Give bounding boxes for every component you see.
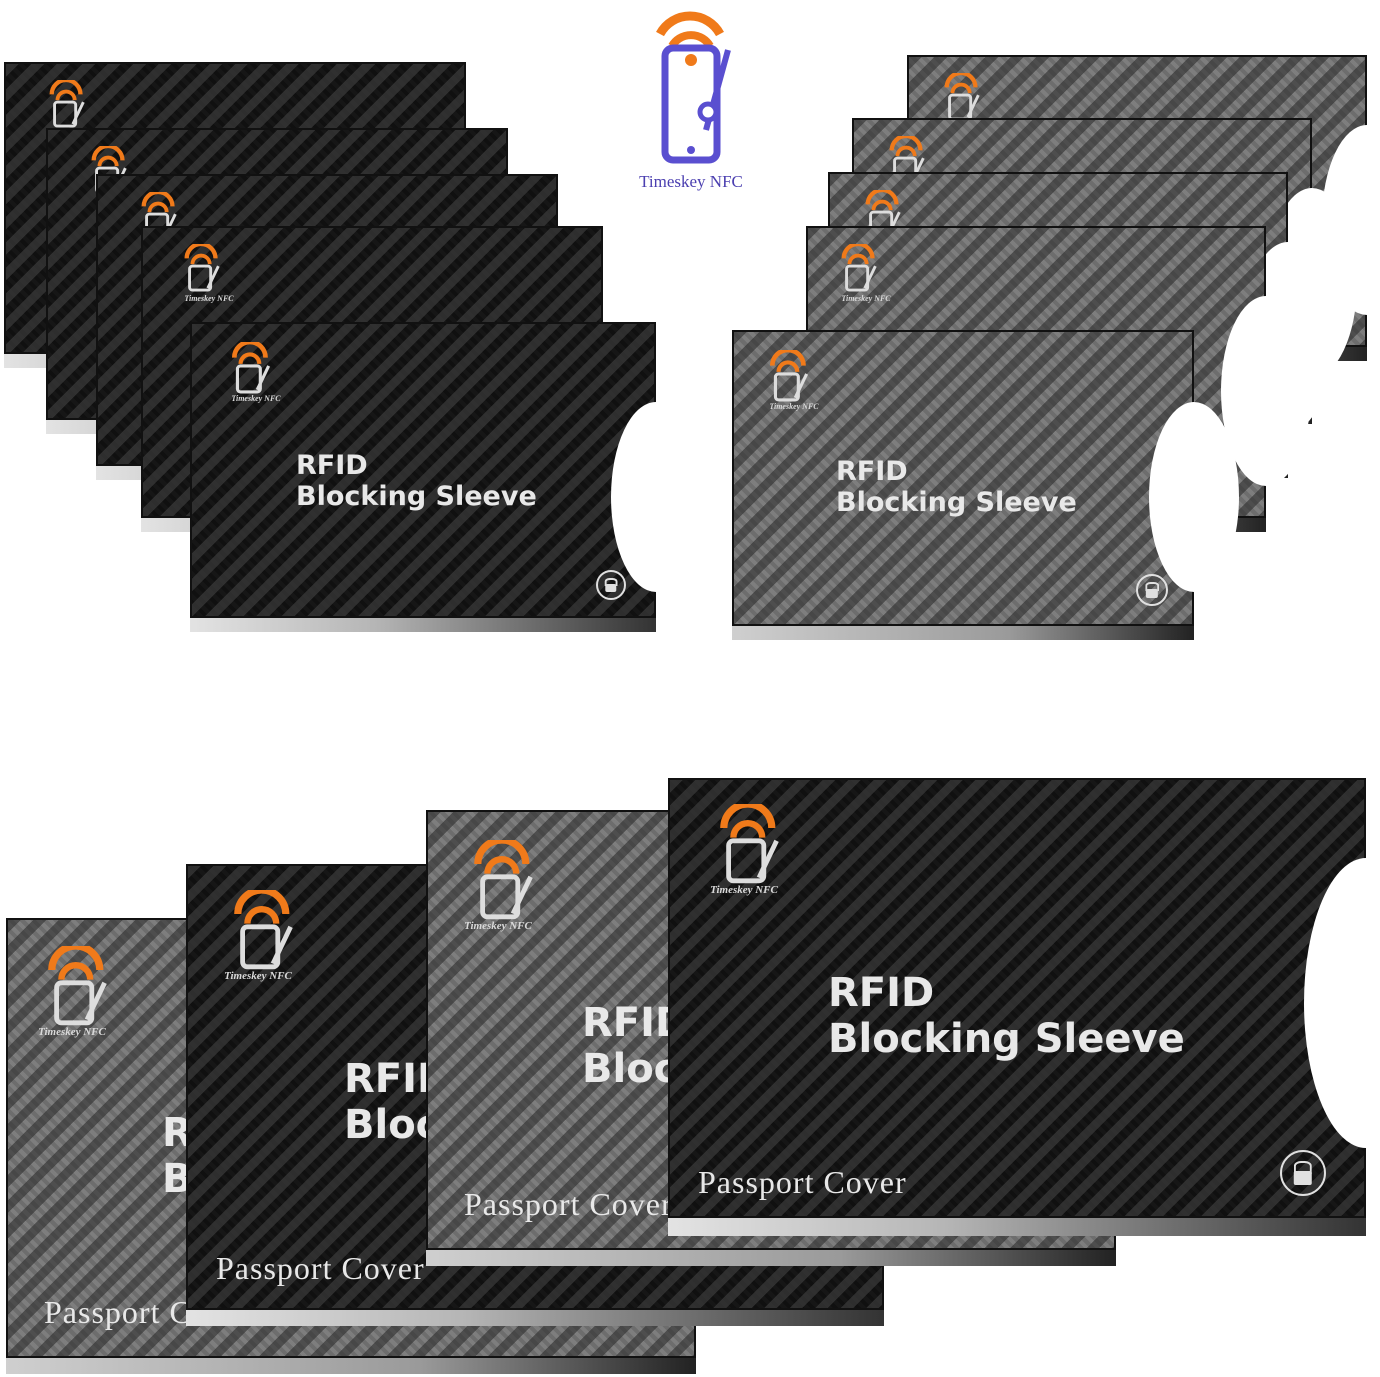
sleeve-title-rfid: RFID bbox=[828, 970, 935, 1016]
sleeve-title-blocking: Blocking Sleeve bbox=[296, 481, 537, 513]
brand-logo: Timeskey NFC bbox=[626, 0, 756, 200]
wifi-phone-logo-icon: Timeskey NFC bbox=[840, 241, 891, 303]
passport-cover-label: Passport Cover bbox=[216, 1250, 425, 1286]
sleeve-title-rfid: RFID bbox=[836, 456, 908, 487]
sleeve-card: Timeskey NFC RFID Blocking Sleeve bbox=[190, 322, 701, 632]
passport-cover-label: Passport Cover bbox=[464, 1186, 673, 1222]
sleeve-card: Timeskey NFC RFID Blocking Sleeve bbox=[732, 330, 1239, 640]
sleeve-logo-text: Timeskey NFC bbox=[769, 402, 819, 411]
wifi-phone-logo-icon: Timeskey NFC bbox=[183, 241, 234, 303]
lock-icon bbox=[1136, 574, 1168, 606]
sleeve-logo-text: Timeskey NFC bbox=[231, 394, 281, 403]
lock-icon bbox=[596, 570, 626, 600]
wifi-phone-logo-icon: Timeskey NFC bbox=[38, 942, 112, 1038]
wifi-phone-logo-icon bbox=[656, 11, 731, 164]
sleeve-title-blocking: Blocking Sleeve bbox=[828, 1016, 1185, 1062]
sleeve-logo-text: Timeskey NFC bbox=[38, 1026, 106, 1038]
sleeve-logo-text: Timeskey NFC bbox=[841, 294, 891, 303]
wifi-phone-logo-icon: Timeskey NFC bbox=[768, 347, 819, 411]
sleeve-logo-text: Timeskey NFC bbox=[710, 884, 778, 896]
wifi-phone-logo-icon: Timeskey NFC bbox=[710, 800, 784, 896]
passport-cover-label: Passport Cover bbox=[698, 1164, 907, 1200]
sleeve-title-rfid: RFID bbox=[296, 450, 368, 481]
passport-sleeve-card: Timeskey NFC RFID Blocking Sleeve Passpo… bbox=[668, 778, 1380, 1236]
sleeve-title-blocking: Blocking Sleeve bbox=[836, 487, 1077, 519]
sleeve-logo-text: Timeskey NFC bbox=[224, 970, 292, 982]
lock-icon bbox=[1280, 1150, 1326, 1196]
brand-name: Timeskey NFC bbox=[639, 172, 743, 191]
wifi-phone-logo-icon: Timeskey NFC bbox=[224, 886, 298, 982]
wifi-phone-logo-icon: Timeskey NFC bbox=[230, 339, 281, 403]
sleeve-logo-text: Timeskey NFC bbox=[184, 294, 234, 303]
wifi-phone-logo-icon: Timeskey NFC bbox=[464, 836, 538, 932]
sleeve-logo-text: Timeskey NFC bbox=[464, 920, 532, 932]
